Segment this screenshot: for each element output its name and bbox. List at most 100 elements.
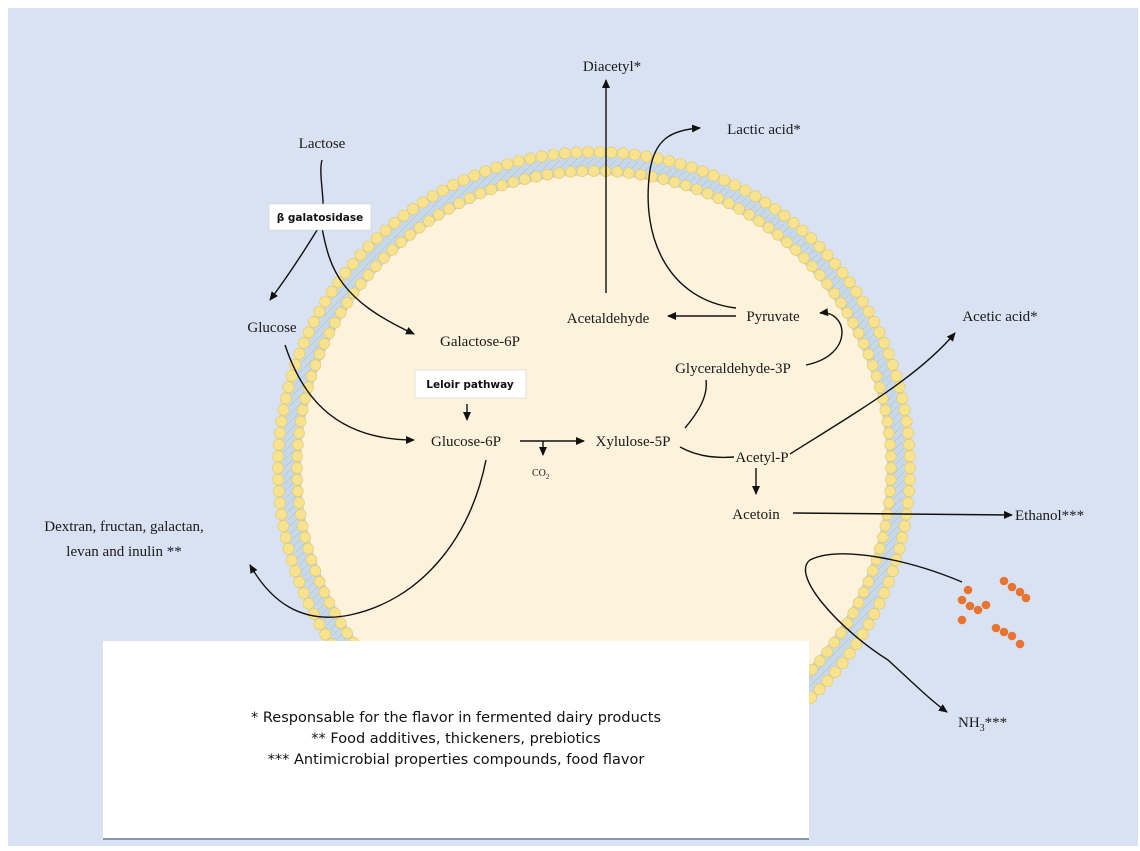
lipid-head-outer: [273, 497, 286, 509]
lipid-head-inner: [295, 415, 307, 428]
lipid-head-outer: [370, 232, 383, 245]
lipid-head-outer: [558, 147, 571, 160]
lipid-head-inner: [362, 269, 374, 281]
lipid-head-outer: [617, 147, 630, 160]
lipid-head-inner: [404, 229, 416, 241]
bacterium: [1007, 631, 1017, 641]
lipid-head-outer: [307, 315, 320, 328]
lipid-head-outer: [285, 369, 298, 382]
lipid-head-inner: [885, 462, 897, 474]
lipid-head-inner: [318, 338, 330, 350]
lipid-head-outer: [593, 146, 606, 158]
bacteria-cluster: [957, 576, 1031, 649]
leloir-pathway-box: Leloir pathway: [414, 369, 527, 399]
lipid-head-inner: [884, 485, 896, 497]
lipid-head-outer: [882, 347, 895, 360]
lipid-head-outer: [468, 169, 481, 182]
lipid-head-outer: [547, 148, 560, 161]
lipid-head-outer: [898, 403, 911, 416]
lipid-head-inner: [355, 278, 367, 290]
lipid-head-outer: [354, 249, 367, 261]
lipid-head-outer: [707, 169, 720, 182]
glucose-6p-label: Glucose-6P: [431, 434, 501, 450]
lipid-head-outer: [273, 427, 286, 439]
lipid-head-outer: [279, 531, 292, 544]
lipid-head-inner: [611, 166, 623, 178]
lipid-head-outer: [582, 146, 595, 158]
lipid-head-outer: [272, 485, 285, 498]
xylulose-5p-label: Xylulose-5P: [596, 434, 671, 450]
lipid-head-inner: [712, 192, 724, 205]
lipid-head-inner: [297, 520, 309, 532]
lipid-head-outer: [696, 165, 709, 178]
lipid-head-inner: [753, 215, 765, 227]
lipid-head-outer: [836, 657, 849, 669]
lipid-head-inner: [530, 171, 542, 183]
lipid-head-inner: [789, 244, 802, 256]
acetaldehyde-label: Acetaldehyde: [567, 311, 650, 327]
lipid-head-inner: [623, 167, 635, 179]
lipid-head-outer: [903, 450, 916, 463]
lipid-head-outer: [769, 203, 781, 215]
lipid-head-outer: [313, 618, 326, 631]
lipid-head-inner: [883, 497, 895, 509]
lipid-head-inner: [297, 404, 309, 416]
lipid-head-inner: [309, 565, 322, 577]
lipid-head-outer: [886, 565, 899, 578]
svg-text:β galatosidase: β galatosidase: [277, 212, 364, 224]
lipid-head-outer: [898, 520, 911, 532]
lipid-head-inner: [305, 370, 318, 382]
bacterium: [1007, 582, 1017, 592]
lipid-head-inner: [348, 287, 360, 300]
lipid-head-inner: [657, 173, 669, 185]
lipid-head-inner: [588, 165, 600, 177]
beta-galactosidase-box: β galatosidase: [268, 203, 372, 231]
ethanol-label: Ethanol***: [1015, 508, 1084, 524]
lipid-head-outer: [436, 184, 449, 197]
lipid-head-inner: [852, 327, 865, 339]
lipid-head-inner: [723, 197, 735, 210]
lipid-head-inner: [453, 197, 465, 210]
lipid-head-inner: [433, 209, 445, 221]
lipid-head-outer: [843, 647, 856, 660]
bacterium: [1015, 639, 1025, 649]
lipid-head-outer: [896, 531, 909, 544]
lipid-head-inner: [862, 348, 875, 360]
lipid-head-outer: [362, 240, 375, 253]
lipid-head-inner: [781, 236, 793, 248]
polysaccharides-label-line1: Dextran, fructan, galactan,: [44, 519, 204, 535]
lipid-head-inner: [866, 565, 879, 577]
lipid-head-outer: [729, 179, 741, 191]
lipid-head-inner: [386, 244, 399, 256]
lipid-head-inner: [857, 338, 870, 350]
lipid-head-outer: [778, 209, 791, 222]
lipid-head-inner: [292, 485, 304, 497]
lipid-head-inner: [305, 554, 318, 566]
lipid-head-inner: [847, 317, 859, 329]
lipid-head-inner: [341, 627, 353, 639]
lactose-label: Lactose: [299, 136, 346, 152]
lipid-head-inner: [680, 179, 692, 192]
lipid-head-inner: [634, 169, 647, 181]
lipid-head-inner: [701, 187, 714, 200]
lipid-head-outer: [479, 165, 492, 178]
lipid-head-outer: [759, 196, 772, 209]
lipid-head-outer: [873, 326, 886, 339]
lipid-head-outer: [426, 190, 439, 203]
lipid-head-inner: [821, 278, 833, 290]
lipid-head-inner: [295, 508, 307, 521]
lipid-head-inner: [881, 415, 893, 428]
lipid-head-outer: [813, 240, 826, 253]
lipid-head-inner: [370, 260, 382, 273]
arrow-glucose-to-glucose-6p: [284, 344, 415, 444]
lipid-head-inner: [329, 317, 341, 329]
lipid-head-inner: [879, 520, 891, 532]
bacterium: [973, 605, 983, 615]
lipid-head-outer: [856, 628, 869, 641]
lipid-head-outer: [856, 295, 869, 308]
lipid-head-outer: [282, 381, 295, 394]
arrow-glyceraldehyde-to-pyruvate: [805, 308, 843, 366]
polysaccharides-label-line2: levan and inulin **: [66, 544, 181, 560]
pathway-arrows: [249, 79, 1013, 713]
